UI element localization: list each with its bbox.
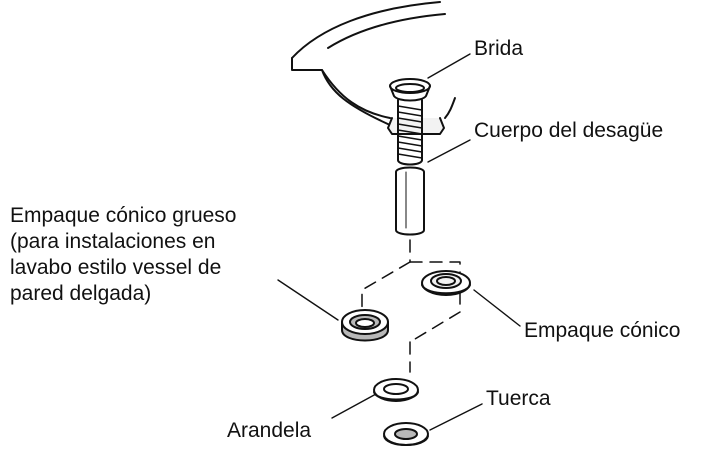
label-tuerca: Tuerca <box>486 387 551 410</box>
leader-arandela <box>331 393 377 419</box>
thick-cone-gasket-part <box>341 309 389 342</box>
nut-part <box>383 422 429 446</box>
label-empaque-conico: Empaque cónico <box>524 319 681 342</box>
leader-cuerpo <box>427 139 471 163</box>
label-cuerpo-desague: Cuerpo del desagüe <box>474 119 664 142</box>
leader-brida <box>427 53 471 79</box>
label-brida: Brida <box>474 37 524 60</box>
leader-tuerca <box>429 403 483 431</box>
label-arandela: Arandela <box>227 419 312 442</box>
label-empaque-conico-grueso: Empaque cónico grueso (para instalacione… <box>10 204 237 305</box>
flange-part <box>389 78 431 102</box>
alignment-guide <box>361 239 461 373</box>
drain-body-part <box>395 99 425 236</box>
cone-gasket-part <box>421 270 471 296</box>
washer-part <box>373 378 419 402</box>
leader-lines <box>277 53 521 431</box>
leader-grueso <box>277 279 339 321</box>
leader-empaque <box>473 289 521 327</box>
sink-basin <box>291 1 456 135</box>
